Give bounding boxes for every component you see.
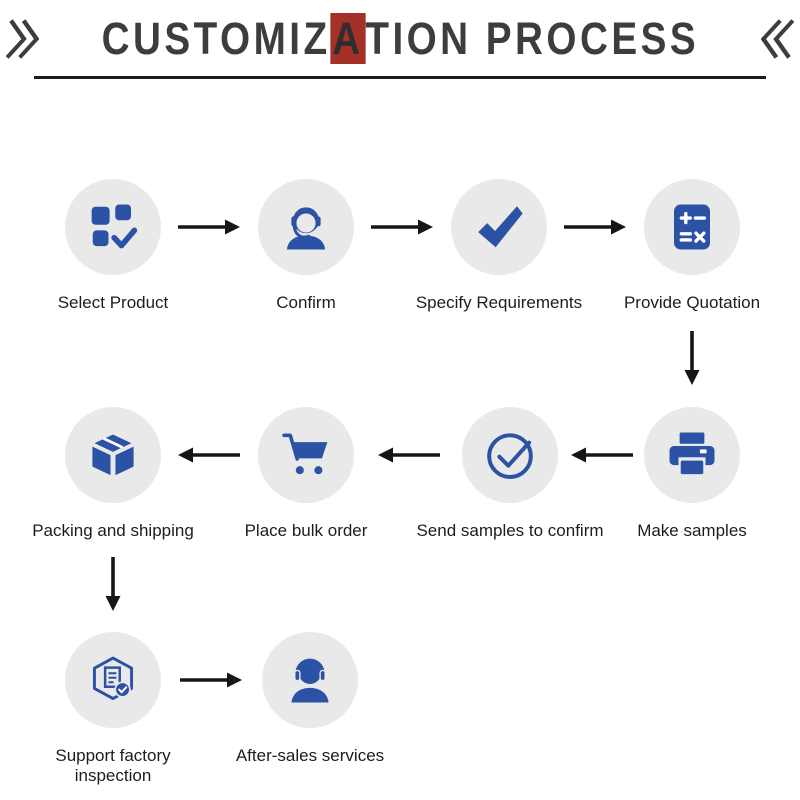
step-label: Support factory inspection <box>55 746 171 786</box>
step-label: Provide Quotation <box>623 293 761 312</box>
step-circle <box>451 179 547 275</box>
product-grid-check-icon <box>91 204 138 249</box>
arrow-down-icon <box>105 557 121 611</box>
title-highlight: A <box>330 13 365 64</box>
double-angle-right-icon <box>5 19 39 59</box>
package-box-icon <box>90 432 136 478</box>
shopping-cart-icon <box>282 433 328 475</box>
circle-check-icon <box>487 433 533 479</box>
step-make-samples: Make samples <box>597 407 787 541</box>
arrow-left-icon <box>178 447 240 463</box>
arrow-right-icon <box>180 672 242 688</box>
title-divider <box>34 76 766 79</box>
customer-service-icon <box>286 207 326 250</box>
step-circle <box>262 632 358 728</box>
printer-icon <box>669 432 715 475</box>
arrow-right-icon <box>371 219 433 235</box>
double-angle-left-icon <box>761 19 795 59</box>
step-label: After-sales services <box>235 746 385 765</box>
step-circle <box>65 179 161 275</box>
arrow-left-icon <box>571 447 633 463</box>
step-circle <box>644 179 740 275</box>
step-label: Place bulk order <box>244 521 368 540</box>
arrow-left-icon <box>378 447 440 463</box>
page-title: CUSTOMIZATION PROCESS <box>0 8 800 70</box>
step-label: Specify Requirements <box>415 293 583 312</box>
step-label: Select Product <box>57 293 169 312</box>
step-circle <box>258 407 354 503</box>
step-select-product: Select Product <box>18 179 208 313</box>
step-label: Packing and shipping <box>32 521 194 540</box>
title-text: CUSTOMIZATION PROCESS <box>101 13 698 65</box>
headset-support-icon <box>291 658 329 703</box>
inspection-badge-icon <box>92 656 134 701</box>
arrow-down-icon <box>684 331 700 385</box>
calculator-icon <box>674 204 710 250</box>
arrow-right-icon <box>564 219 626 235</box>
step-label: Send samples to confirm <box>416 521 604 540</box>
step-label: Make samples <box>637 521 747 540</box>
step-circle <box>644 407 740 503</box>
step-confirm: Confirm <box>211 179 401 313</box>
step-circle <box>65 407 161 503</box>
step-provide-quotation: Provide Quotation <box>597 179 787 313</box>
title-text-before: CUSTOMIZ <box>101 13 331 64</box>
step-circle <box>65 632 161 728</box>
step-after-sales-services: After-sales services <box>215 632 405 766</box>
step-label: Confirm <box>276 293 336 312</box>
step-specify-requirements: Specify Requirements <box>404 179 594 313</box>
title-text-after: TION PROCESS <box>364 13 699 64</box>
step-support-factory-inspection: Support factory inspection <box>18 632 208 786</box>
arrow-right-icon <box>178 219 240 235</box>
step-send-samples-to-confirm: Send samples to confirm <box>415 407 605 541</box>
step-circle <box>258 179 354 275</box>
step-place-bulk-order: Place bulk order <box>211 407 401 541</box>
step-circle <box>462 407 558 503</box>
step-packing-and-shipping: Packing and shipping <box>18 407 208 541</box>
bold-check-icon <box>478 206 523 248</box>
